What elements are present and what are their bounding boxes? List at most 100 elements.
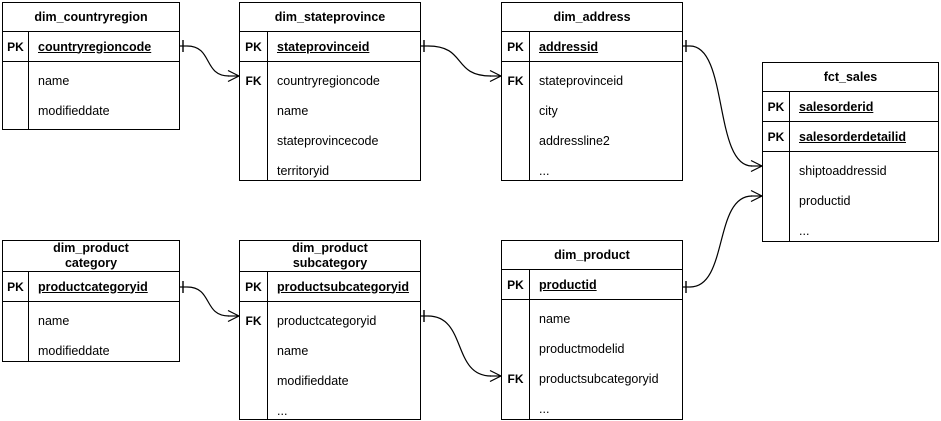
field-name-dim_productsubcategory-productsubcategoryid: productsubcategoryid	[277, 279, 409, 294]
relationship-line	[427, 315, 492, 377]
entity-body-fields-dim_stateprovince: countryregioncode name stateprovincecode te…	[268, 62, 420, 180]
field-name-dim_address-addressid: addressid	[539, 39, 599, 54]
entity-title-dim_address: dim_address	[502, 3, 682, 32]
entity-title-dim_productsubcategory: dim_product subcategory	[240, 241, 420, 272]
field-row-fct_sales-salesorderid[interactable]: PK salesorderid	[763, 92, 938, 122]
field-name-fct_sales-salesorderid: salesorderid	[799, 99, 874, 114]
entity-body-fct_sales: shiptoaddressid productid...	[763, 152, 938, 241]
entity-body-keycol-dim_productcategory	[3, 302, 29, 361]
key-marker-dim_productcategory-productcategoryid: PK	[3, 272, 29, 301]
field-name-fct_sales-productid: productid	[799, 194, 851, 208]
key-marker-dim_product-productid: PK	[502, 270, 530, 299]
field-row-dim_product-productid[interactable]: PK productid	[502, 270, 682, 300]
entity-body-keycol-fct_sales	[763, 152, 790, 241]
entity-body-dim_productcategory: name modifieddate	[3, 302, 179, 361]
key-marker-dim_countryregion-countryregioncode: PK	[3, 32, 29, 61]
cardinality-many-crowsfoot	[750, 159, 763, 173]
entity-title-dim_product: dim_product	[502, 241, 682, 270]
entity-body-dim_address: FK stateprovinceid city addressline2...	[502, 62, 682, 180]
entity-title-dim_stateprovince: dim_stateprovince	[240, 3, 420, 32]
relationship-rel-product-sales	[683, 189, 763, 293]
field-name-dim_product-name: name	[539, 312, 571, 326]
entity-body-keycol-dim_countryregion	[3, 62, 29, 129]
relationship-line	[186, 45, 230, 77]
entity-body-keycol-dim_address: FK	[502, 62, 530, 180]
entity-body-dim_productsubcategory: FK productcategoryid name modifieddate...	[240, 302, 420, 419]
cardinality-many-crowsfoot	[227, 309, 240, 323]
field-name-dim_address-city: city	[539, 104, 558, 118]
field-name-dim_stateprovince-countryregioncode: countryregioncode	[277, 74, 380, 88]
key-marker-dim_productsubcategory-productsubcategoryid: PK	[240, 272, 268, 301]
field-name-dim_productsubcategory-modifieddate: modifieddate	[277, 374, 349, 388]
relationship-rel-stateprovince-address	[421, 40, 502, 83]
field-name-dim_product-productid: productid	[539, 277, 597, 292]
key-marker-dim_productsubcategory-productcategoryid: FK	[245, 314, 262, 328]
relationship-rel-countryregion-stateprovince	[180, 40, 240, 83]
cardinality-many-crowsfoot	[227, 69, 240, 83]
key-marker-fct_sales-salesorderid: PK	[763, 92, 790, 121]
field-name-dim_stateprovince-stateprovincecode: stateprovincecode	[277, 134, 379, 148]
relationship-line	[186, 286, 230, 317]
field-name-dim_address-stateprovinceid: stateprovinceid	[539, 74, 624, 88]
entity-body-dim_stateprovince: FK countryregioncode name stateprovincecode…	[240, 62, 420, 180]
entity-body-fields-dim_productcategory: name modifieddate	[29, 302, 179, 361]
key-marker-dim_stateprovince-stateprovinceid: PK	[240, 32, 268, 61]
key-marker-fct_sales-salesorderdetailid: PK	[763, 122, 790, 151]
field-name-dim_productcategory-name: name	[38, 314, 70, 328]
field-name-dim_product-productmodelid: productmodelid	[539, 342, 625, 356]
field-row-dim_productcategory-productcategoryid[interactable]: PK productcategoryid	[3, 272, 179, 302]
entity-body-keycol-dim_stateprovince: FK	[240, 62, 268, 180]
field-row-dim_productsubcategory-productsubcategoryid[interactable]: PK productsubcategoryid	[240, 272, 420, 302]
field-name-dim_address-...: ...	[539, 164, 550, 178]
field-name-dim_stateprovince-stateprovinceid: stateprovinceid	[277, 39, 370, 54]
field-name-dim_productsubcategory-productcategoryid: productcategoryid	[277, 314, 377, 328]
field-row-dim_stateprovince-stateprovinceid[interactable]: PK stateprovinceid	[240, 32, 420, 62]
field-name-dim_productcategory-modifieddate: modifieddate	[38, 344, 110, 358]
field-row-fct_sales-salesorderdetailid[interactable]: PK salesorderdetailid	[763, 122, 938, 152]
field-name-dim_productsubcategory-...: ...	[277, 404, 288, 418]
field-name-dim_countryregion-name: name	[38, 74, 70, 88]
field-row-dim_countryregion-countryregioncode[interactable]: PK countryregioncode	[3, 32, 179, 62]
relationship-line	[689, 195, 753, 288]
entity-body-fields-dim_address: stateprovinceid city addressline2...	[530, 62, 682, 180]
field-name-dim_stateprovince-name: name	[277, 104, 309, 118]
relationship-line	[689, 45, 753, 167]
entity-body-fields-dim_product: name productmodelid productsubcategoryid..…	[530, 300, 682, 419]
entity-title-dim_productcategory: dim_product category	[3, 241, 179, 272]
entity-body-fields-fct_sales: shiptoaddressid productid...	[790, 152, 938, 241]
relationship-rel-productsubcategory-product	[421, 310, 502, 383]
key-marker-dim_product-productsubcategoryid: FK	[507, 372, 524, 386]
field-name-dim_product-productsubcategoryid: productsubcategoryid	[539, 372, 659, 386]
field-name-dim_productsubcategory-name: name	[277, 344, 309, 358]
entity-body-dim_product: FK name productmodelid productsubcategoryid…	[502, 300, 682, 419]
relationship-rel-address-sales	[683, 40, 763, 173]
field-name-fct_sales-salesorderdetailid: salesorderdetailid	[799, 129, 906, 144]
field-name-dim_stateprovince-territoryid: territoryid	[277, 164, 330, 178]
field-name-fct_sales-shiptoaddressid: shiptoaddressid	[799, 164, 887, 178]
cardinality-many-crowsfoot	[750, 189, 763, 203]
entity-body-fields-dim_productsubcategory: productcategoryid name modifieddate...	[268, 302, 420, 419]
field-name-dim_address-addressline2: addressline2	[539, 134, 610, 148]
field-name-fct_sales-...: ...	[799, 224, 810, 238]
field-name-dim_product-...: ...	[539, 402, 550, 416]
field-name-dim_productcategory-productcategoryid: productcategoryid	[38, 279, 148, 294]
entity-title-dim_countryregion: dim_countryregion	[3, 3, 179, 32]
cardinality-many-crowsfoot	[489, 69, 502, 83]
key-marker-dim_stateprovince-countryregioncode: FK	[245, 74, 262, 88]
key-marker-dim_address-stateprovinceid: FK	[507, 74, 524, 88]
relationship-rel-productcategory-productsubcategory	[180, 281, 240, 323]
field-name-dim_countryregion-countryregioncode: countryregioncode	[38, 39, 152, 54]
entity-title-fct_sales: fct_sales	[763, 63, 938, 92]
entity-body-keycol-dim_product: FK	[502, 300, 530, 419]
